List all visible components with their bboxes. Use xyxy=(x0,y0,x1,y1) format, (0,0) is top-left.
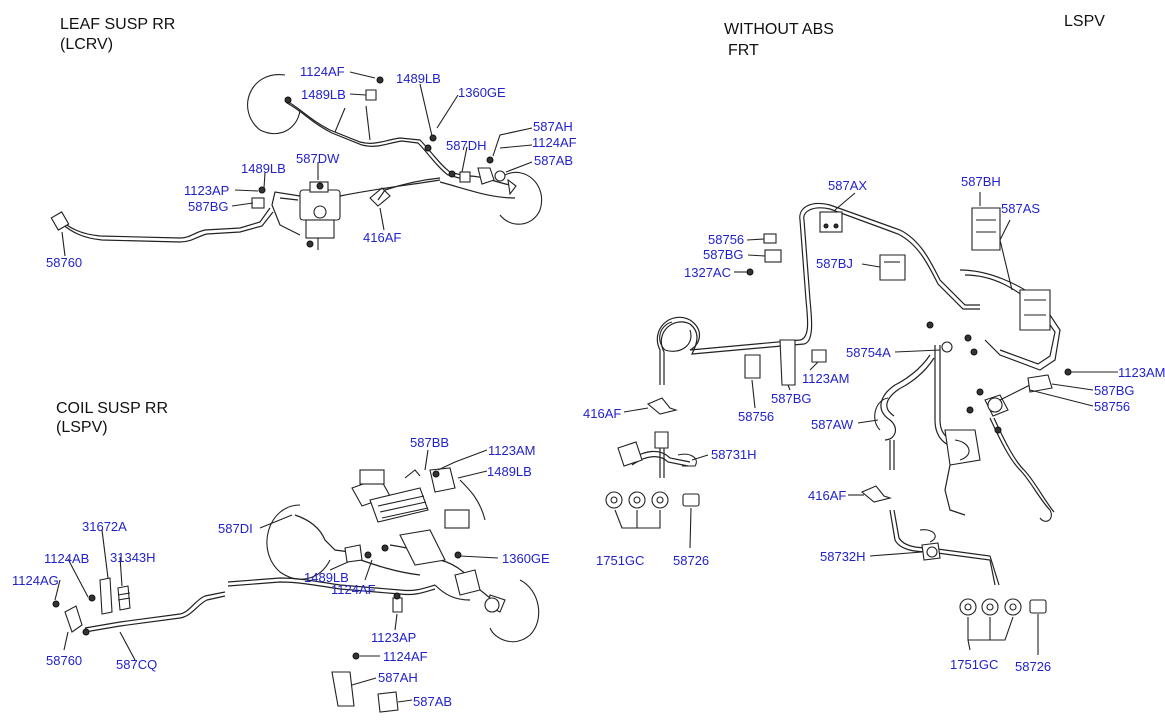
part-label-587bg[interactable]: 587BG xyxy=(188,199,229,214)
coil-susp-title: COIL SUSP RR xyxy=(56,400,169,417)
leaf-susp-assembly xyxy=(50,71,543,257)
part-label-1124af[interactable]: 1124AF xyxy=(532,135,577,150)
part-label-587di[interactable]: 587DI xyxy=(218,521,253,536)
part-label-58760[interactable]: 58760 xyxy=(46,255,83,270)
coil-susp-subtitle: (LSPV) xyxy=(56,419,108,436)
part-label-58732h[interactable]: 58732H xyxy=(820,549,866,564)
part-label-1489lb[interactable]: 1489LB xyxy=(301,87,346,102)
without-abs-title: WITHOUT ABS xyxy=(724,21,834,38)
part-label-1124af[interactable]: 1124AF xyxy=(383,649,428,664)
part-label-416af[interactable]: 416AF xyxy=(808,488,847,503)
part-label-1123am[interactable]: 1123AM xyxy=(1118,365,1165,380)
part-label-1360ge[interactable]: 1360GE xyxy=(502,551,550,566)
part-label-58756[interactable]: 58756 xyxy=(1094,399,1131,414)
part-label-416af[interactable]: 416AF xyxy=(363,230,402,245)
frt-assembly xyxy=(605,192,1118,655)
part-label-1123ap[interactable]: 1123AP xyxy=(184,183,230,198)
leaf-susp-subtitle: (LCRV) xyxy=(60,36,114,53)
part-label-587ah[interactable]: 587AH xyxy=(533,119,573,134)
part-label-587bj[interactable]: 587BJ xyxy=(816,256,853,271)
part-label-1124af[interactable]: 1124AF xyxy=(300,64,345,79)
part-label-58754a[interactable]: 58754A xyxy=(846,345,891,360)
part-label-587dh[interactable]: 587DH xyxy=(446,138,487,153)
without-abs-subtitle: FRT xyxy=(728,42,759,59)
part-label-587bg[interactable]: 587BG xyxy=(771,391,812,406)
lspv-title: LSPV xyxy=(1064,13,1105,30)
part-label-587ab[interactable]: 587AB xyxy=(534,153,574,168)
part-label-587bg[interactable]: 587BG xyxy=(1094,383,1135,398)
part-label-587ax[interactable]: 587AX xyxy=(828,178,868,193)
part-label-1123am[interactable]: 1123AM xyxy=(488,443,536,458)
part-label-587cq[interactable]: 587CQ xyxy=(116,657,158,672)
part-label-1124af[interactable]: 1124AF xyxy=(331,582,376,597)
part-label-587bb[interactable]: 587BB xyxy=(410,435,450,450)
part-label-1489lb[interactable]: 1489LB xyxy=(304,570,349,585)
part-label-58726[interactable]: 58726 xyxy=(1015,659,1052,674)
part-label-58726[interactable]: 58726 xyxy=(673,553,710,568)
part-label-1123am[interactable]: 1123AM xyxy=(802,371,850,386)
part-label-1327ac[interactable]: 1327AC xyxy=(684,265,731,280)
part-label-587as[interactable]: 587AS xyxy=(1001,201,1041,216)
part-label-1124ab[interactable]: 1124AB xyxy=(44,551,90,566)
part-label-587bh[interactable]: 587BH xyxy=(961,174,1001,189)
part-label-58731h[interactable]: 58731H xyxy=(711,447,757,462)
part-label-58760[interactable]: 58760 xyxy=(46,653,83,668)
part-label-587bg[interactable]: 587BG xyxy=(703,247,744,262)
part-label-1489lb[interactable]: 1489LB xyxy=(396,71,441,86)
leaf-susp-title: LEAF SUSP RR xyxy=(60,16,176,33)
part-label-416af[interactable]: 416AF xyxy=(583,406,622,421)
part-label-1124ag[interactable]: 1124AG xyxy=(12,573,59,588)
part-label-1751gc[interactable]: 1751GC xyxy=(596,553,645,568)
part-label-1360ge[interactable]: 1360GE xyxy=(458,85,506,100)
part-label-1751gc[interactable]: 1751GC xyxy=(950,657,999,672)
part-label-587ah[interactable]: 587AH xyxy=(378,670,418,685)
part-label-1489lb[interactable]: 1489LB xyxy=(241,161,286,176)
coil-susp-assembly xyxy=(52,449,540,713)
part-label-58756[interactable]: 58756 xyxy=(708,232,745,247)
part-label-58756[interactable]: 58756 xyxy=(738,409,775,424)
part-label-31343h[interactable]: 31343H xyxy=(110,550,156,565)
part-label-1123ap[interactable]: 1123AP xyxy=(371,630,417,645)
part-label-1489lb[interactable]: 1489LB xyxy=(487,464,532,479)
part-label-587dw[interactable]: 587DW xyxy=(296,151,340,166)
part-label-31672a[interactable]: 31672A xyxy=(82,519,127,534)
part-label-587ab[interactable]: 587AB xyxy=(413,694,453,709)
part-label-587aw[interactable]: 587AW xyxy=(811,417,854,432)
